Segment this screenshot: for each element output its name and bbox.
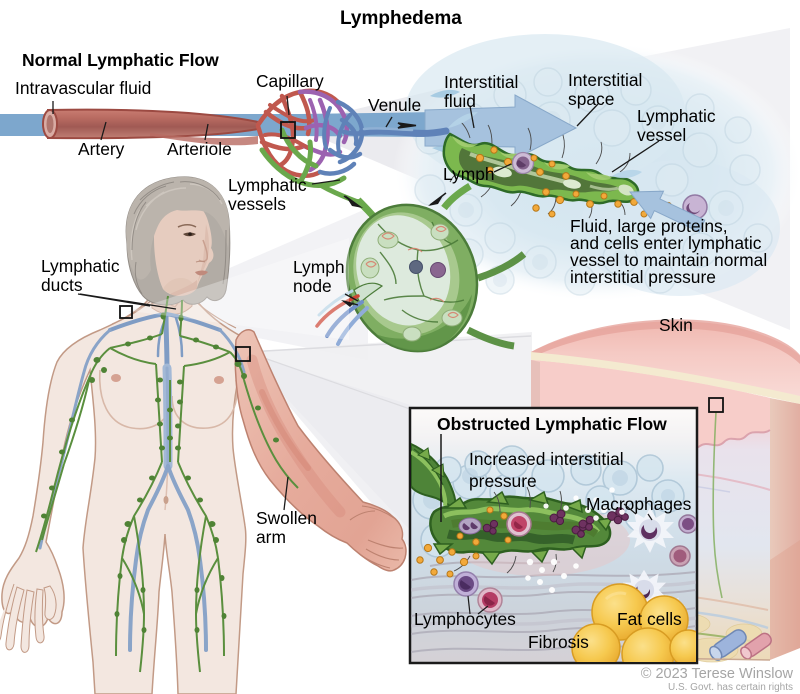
svg-text:node: node	[293, 276, 332, 296]
svg-text:Macrophages: Macrophages	[586, 494, 692, 514]
svg-text:Lymphatic: Lymphatic	[41, 256, 120, 276]
svg-text:Lymphatic: Lymphatic	[637, 106, 716, 126]
svg-text:Interstitial: Interstitial	[568, 70, 642, 90]
svg-text:Capillary: Capillary	[256, 71, 324, 91]
svg-text:Fluid, large proteins,: Fluid, large proteins,	[570, 216, 728, 236]
svg-text:Skin: Skin	[659, 315, 693, 335]
svg-text:Fibrosis: Fibrosis	[528, 632, 589, 652]
svg-text:Obstructed Lymphatic Flow: Obstructed Lymphatic Flow	[437, 414, 667, 434]
svg-text:Lymphatic: Lymphatic	[228, 175, 307, 195]
svg-text:ducts: ducts	[41, 275, 83, 295]
svg-text:U.S. Govt. has certain rights: U.S. Govt. has certain rights	[668, 682, 793, 693]
svg-text:Lymphedema: Lymphedema	[340, 8, 462, 29]
svg-text:arm: arm	[256, 527, 286, 547]
svg-text:Venule: Venule	[368, 95, 421, 115]
svg-text:fluid: fluid	[444, 91, 476, 111]
svg-text:Normal Lymphatic Flow: Normal Lymphatic Flow	[22, 50, 219, 70]
svg-text:vessel: vessel	[637, 125, 686, 145]
svg-text:Swollen: Swollen	[256, 508, 317, 528]
svg-text:vessel to maintain normal: vessel to maintain normal	[570, 250, 767, 270]
svg-text:pressure: pressure	[469, 471, 537, 491]
svg-text:vessels: vessels	[228, 194, 286, 214]
svg-text:Lymphocytes: Lymphocytes	[414, 609, 516, 629]
svg-text:Lymph: Lymph	[293, 257, 345, 277]
svg-text:space: space	[568, 89, 614, 109]
svg-text:Increased interstitial: Increased interstitial	[469, 449, 624, 469]
svg-text:Lymph: Lymph	[443, 164, 495, 184]
svg-text:Intravascular fluid: Intravascular fluid	[15, 78, 151, 98]
svg-text:Fat cells: Fat cells	[617, 609, 682, 629]
svg-text:Arteriole: Arteriole	[167, 139, 232, 159]
svg-text:interstitial pressure: interstitial pressure	[570, 267, 716, 287]
svg-text:© 2023 Terese Winslow: © 2023 Terese Winslow	[641, 666, 794, 682]
svg-text:and cells enter lymphatic: and cells enter lymphatic	[570, 233, 762, 253]
svg-text:Interstitial: Interstitial	[444, 72, 518, 92]
svg-text:Artery: Artery	[78, 139, 125, 159]
